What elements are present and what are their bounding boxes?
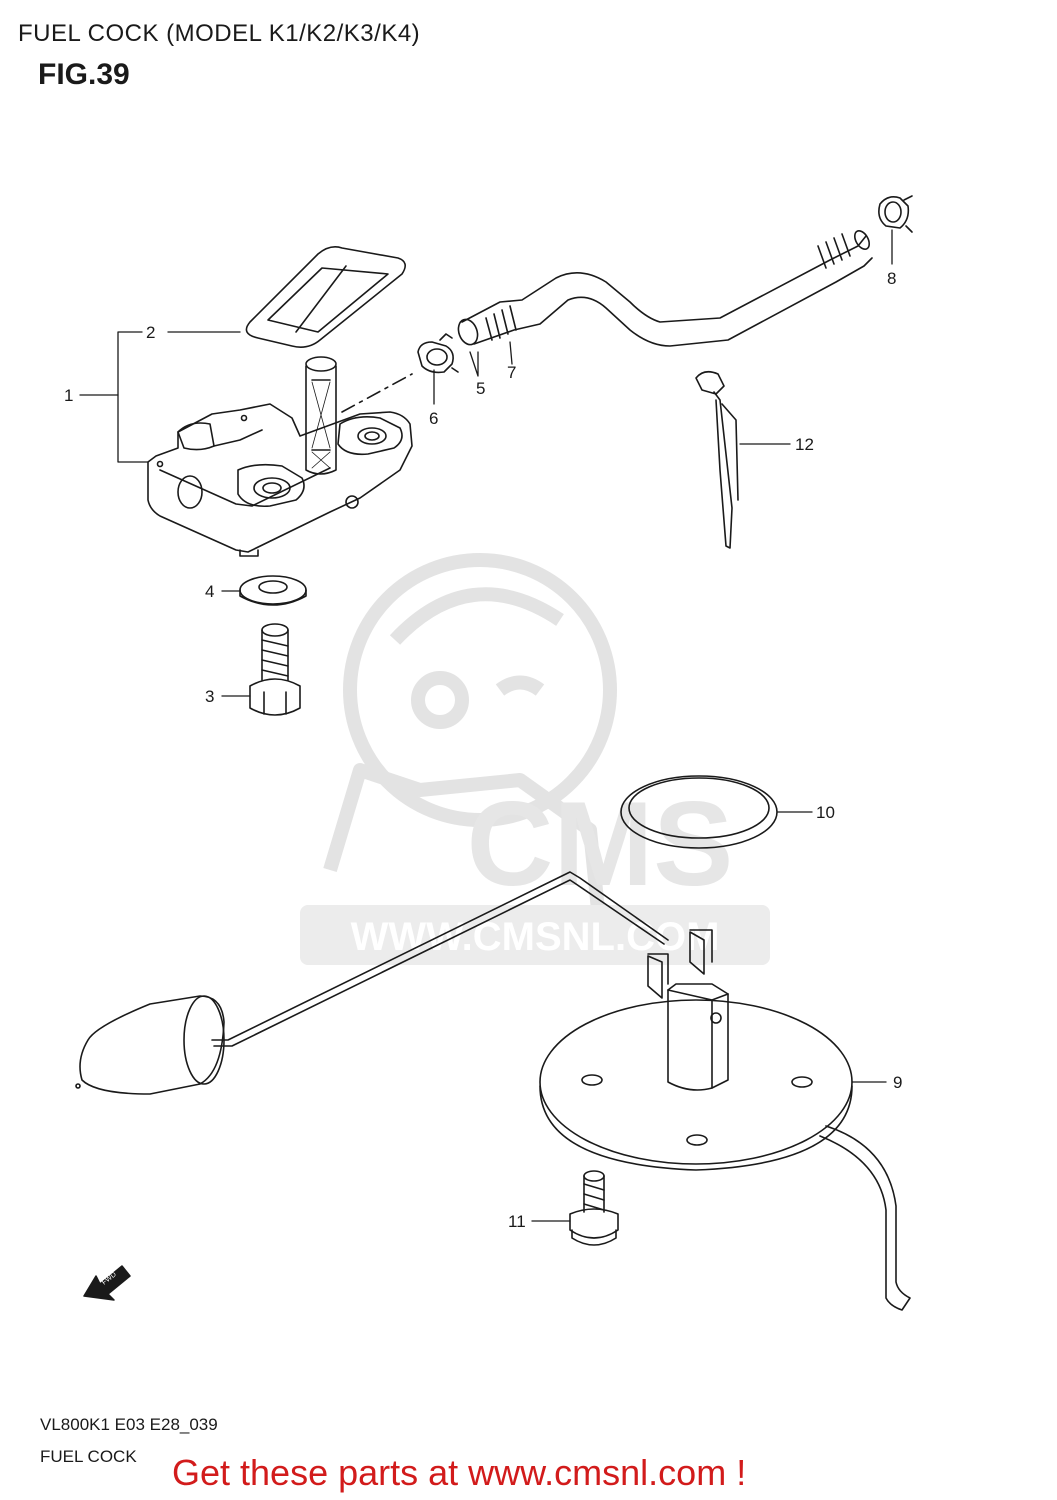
part-3-bolt (249, 623, 301, 716)
promo-link[interactable]: Get these parts at www.cmsnl.com ! (172, 1452, 747, 1493)
callout-11: 11 (508, 1212, 526, 1231)
part-11-bolt (569, 1170, 619, 1246)
part-4-washer (239, 575, 307, 606)
watermark-mascot-goggles (389, 587, 564, 645)
fwd-direction-arrow: FWD (83, 1265, 131, 1301)
part-6-clamp (417, 333, 459, 374)
callout-7: 7 (507, 363, 516, 382)
callout-6: 6 (429, 409, 438, 428)
watermark-url: WWW.CMSNL.COM (351, 915, 720, 959)
part-8-clamp (878, 195, 913, 233)
callout-10: 10 (816, 803, 835, 822)
watermark-mascot-eye-right (495, 675, 545, 696)
alignment-line (341, 373, 413, 413)
cms-watermark (323, 553, 617, 931)
watermark-mascot-eye-left (411, 671, 469, 729)
part-7-fuel-hose (457, 230, 873, 347)
watermark-mascot-body (323, 763, 607, 931)
part-1-fuel-cock (147, 356, 413, 557)
page-title: FUEL COCK (MODEL K1/K2/K3/K4) (18, 20, 421, 47)
callout-2: 2 (146, 323, 155, 342)
diagram-name: FUEL COCK (40, 1447, 137, 1466)
callout-4: 4 (205, 582, 214, 601)
part-12-cable-tie (695, 370, 739, 549)
diagram-code: VL800K1 E03 E28_039 (40, 1415, 218, 1434)
figure-number: FIG.39 (38, 58, 130, 91)
watermark-mascot-head (343, 553, 617, 827)
watermark-url-plate (300, 905, 770, 965)
callout-1: 1 (64, 386, 73, 405)
callout-3: 3 (205, 687, 214, 706)
callout-12: 12 (795, 435, 814, 454)
callout-9: 9 (893, 1073, 902, 1092)
watermark-brand: CMS (467, 777, 734, 911)
part-9-level-gauge (75, 871, 911, 1311)
part-2-gasket (245, 246, 406, 348)
leader-lines (79, 229, 893, 1222)
callout-8: 8 (887, 269, 896, 288)
watermark-badge: WWW.CMSNL.COM CMS (300, 777, 770, 965)
part-10-oring (620, 775, 778, 849)
callout-5: 5 (476, 379, 485, 398)
